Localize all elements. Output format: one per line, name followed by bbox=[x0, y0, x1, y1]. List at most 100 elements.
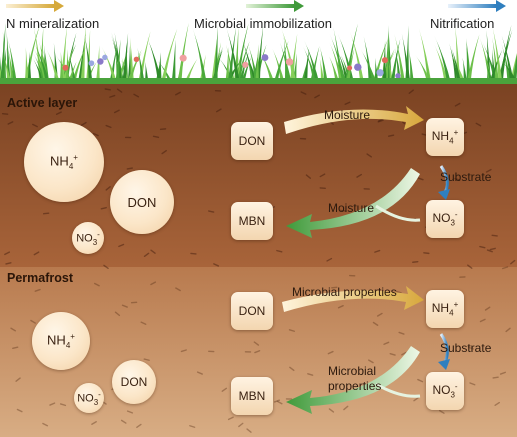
soil-speck bbox=[356, 173, 363, 178]
soil-speck bbox=[42, 422, 49, 427]
soil-speck bbox=[5, 262, 12, 265]
flower bbox=[285, 58, 294, 66]
soil-speck bbox=[300, 91, 307, 95]
soil-speck bbox=[454, 102, 461, 107]
grass-blade bbox=[466, 34, 480, 84]
soil-speck bbox=[376, 312, 383, 317]
soil-speck bbox=[398, 331, 405, 335]
soil-speck bbox=[417, 378, 424, 383]
soil-speck bbox=[395, 290, 402, 294]
soil-speck bbox=[34, 288, 41, 292]
soil-speck bbox=[1, 112, 9, 115]
soil-speck bbox=[105, 124, 112, 129]
soil-speck bbox=[413, 397, 419, 402]
active-box-mbn: MBN bbox=[231, 202, 273, 240]
soil-speck bbox=[289, 366, 295, 372]
soil-speck bbox=[276, 400, 283, 405]
active-box-nh4: NH4+ bbox=[426, 118, 464, 156]
permafrost-box-mbn: MBN bbox=[231, 377, 273, 415]
grass-blade bbox=[434, 35, 452, 84]
soil-speck bbox=[189, 425, 196, 428]
grass-blade bbox=[254, 44, 259, 84]
grass-blade bbox=[80, 25, 86, 84]
grass-blade bbox=[84, 35, 93, 84]
grass-blade bbox=[24, 47, 29, 84]
soil-speck bbox=[372, 321, 379, 326]
grass-blade bbox=[462, 57, 468, 84]
grass-blade bbox=[319, 47, 328, 84]
soil-speck bbox=[469, 382, 476, 386]
permafrost-pool-no3: NO3- bbox=[74, 383, 104, 413]
soil-speck bbox=[4, 251, 11, 256]
grass-blade bbox=[390, 38, 401, 84]
grass-blade bbox=[122, 33, 129, 84]
soil-speck bbox=[486, 249, 493, 253]
soil-speck bbox=[91, 421, 97, 425]
soil-speck bbox=[305, 174, 311, 179]
grass-blade bbox=[272, 48, 285, 84]
flower bbox=[354, 63, 362, 71]
flower bbox=[261, 54, 269, 61]
soil-speck bbox=[484, 306, 491, 311]
soil-speck bbox=[383, 341, 390, 345]
grass-blade bbox=[177, 22, 189, 84]
grass-blade bbox=[492, 26, 503, 84]
soil-speck bbox=[319, 173, 326, 178]
grass-blade bbox=[71, 46, 86, 84]
grass-blade bbox=[46, 48, 61, 84]
flower bbox=[381, 57, 388, 64]
soil-speck bbox=[326, 257, 333, 262]
grass-blade bbox=[501, 35, 515, 84]
grass-blade bbox=[248, 59, 255, 84]
soil-speck bbox=[208, 210, 215, 213]
soil-speck bbox=[221, 387, 228, 392]
flower bbox=[179, 54, 187, 62]
flower bbox=[102, 54, 108, 61]
grass-blade bbox=[225, 46, 230, 84]
soil-speck bbox=[103, 264, 109, 269]
flower bbox=[347, 65, 353, 71]
soil-speck bbox=[7, 121, 14, 125]
soil-speck bbox=[227, 416, 234, 421]
grass-blade bbox=[8, 40, 17, 84]
grass-blade bbox=[33, 42, 50, 84]
soil-speck bbox=[126, 410, 134, 414]
soil-speck bbox=[152, 135, 160, 139]
grass-blade bbox=[454, 24, 461, 84]
grass-blade bbox=[289, 33, 298, 84]
grass-blade bbox=[115, 39, 121, 84]
soil-speck bbox=[475, 122, 482, 127]
soil-speck bbox=[105, 186, 111, 191]
active-pool-nh4: NH4+ bbox=[24, 122, 104, 202]
soil-speck bbox=[273, 399, 281, 403]
soil-speck bbox=[136, 423, 142, 429]
grass-blade bbox=[27, 51, 32, 84]
grass-blade bbox=[235, 23, 249, 84]
grass-blade bbox=[488, 49, 503, 84]
soil-speck bbox=[126, 167, 133, 170]
grass-blade bbox=[192, 28, 207, 84]
grass-blade bbox=[319, 58, 325, 84]
grass-blade bbox=[303, 46, 318, 84]
grass-blade bbox=[227, 26, 237, 84]
soil-speck bbox=[10, 327, 17, 332]
soil-speck bbox=[337, 304, 344, 309]
soil-speck bbox=[412, 260, 419, 263]
flower bbox=[133, 56, 140, 63]
soil-speck bbox=[161, 149, 167, 155]
soil-speck bbox=[81, 121, 87, 126]
grass-blade bbox=[401, 33, 411, 84]
soil-speck bbox=[366, 153, 372, 158]
active-pool-don: DON bbox=[110, 170, 174, 234]
soil-speck bbox=[387, 134, 395, 137]
legend-arrows bbox=[6, 0, 506, 12]
soil-speck bbox=[479, 318, 486, 323]
soil-speck bbox=[423, 252, 430, 255]
grass-blade bbox=[43, 44, 50, 84]
soil-speck bbox=[479, 245, 486, 249]
flower bbox=[62, 64, 69, 71]
grass-blade bbox=[235, 41, 250, 84]
soil-speck bbox=[374, 249, 381, 253]
soil-speck bbox=[454, 177, 461, 181]
active-box-no3: NO3- bbox=[426, 200, 464, 238]
